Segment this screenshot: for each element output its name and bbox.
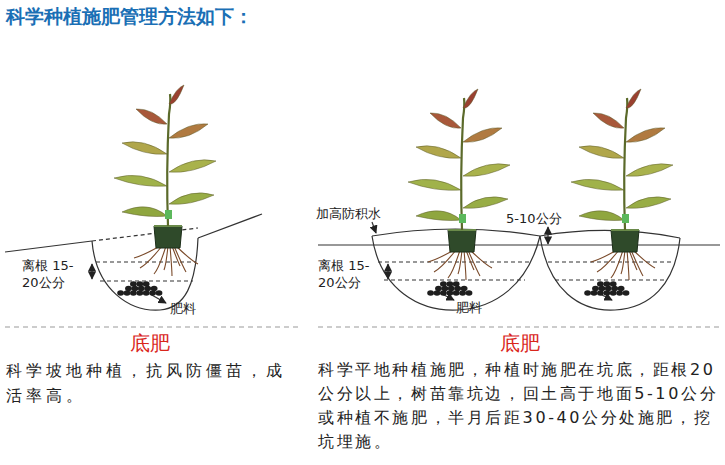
flat-ground (318, 222, 720, 310)
seedling (408, 89, 510, 280)
fertilizer-grain (151, 286, 158, 292)
section-heading: 底肥 (110, 330, 190, 356)
fertilizer-grain (130, 281, 137, 287)
fertilizer-grain (592, 286, 599, 292)
slope-ground (5, 214, 262, 310)
fertilizer-grain (427, 290, 434, 296)
fertilizer-grain (597, 281, 604, 287)
fertilizer-grain (618, 286, 625, 292)
body-text: 科学坡地种植，抗风防僵苗，成活率高。 (6, 358, 304, 408)
mound-label: 加高防积水 (316, 206, 416, 223)
fertilizer-grain (610, 281, 617, 287)
fertilizer-grain (117, 290, 124, 296)
fertilizer-grain (453, 281, 460, 287)
title: 科学种植施肥管理方法如下： (6, 4, 253, 30)
separator (318, 327, 720, 328)
fertilizer-pile (584, 281, 629, 296)
body-text: 科学平地种植施肥，种植时施肥在坑底，距根20公分以上，树苗靠坑边，回土高于地面5… (318, 358, 722, 454)
fertilizer-grain (143, 281, 150, 287)
fertilizer-grain (623, 290, 630, 296)
distance-label: 离根 15-20公分 (318, 258, 400, 292)
fertilizer-pile (117, 281, 162, 296)
seedling (114, 85, 216, 276)
fertilizer-grain (584, 290, 591, 296)
fertilizer-grain (440, 281, 447, 287)
fertilizer-grain (136, 281, 143, 287)
separator (5, 327, 300, 328)
fertilizer-pile (427, 281, 472, 296)
fertilizer-grain (125, 286, 132, 292)
fertilizer-label: 肥料 (170, 301, 230, 318)
fertilizer-grain (435, 286, 442, 292)
height-label: 5-10公分 (506, 211, 586, 228)
fertilizer-grain (603, 281, 610, 287)
distance-label: 离根 15-20公分 (22, 258, 104, 292)
fertilizer-grain (446, 281, 453, 287)
fertilizer-label: 肥料 (456, 300, 506, 317)
seedling (571, 89, 673, 280)
fertilizer-grain (156, 290, 163, 296)
fertilizer-grain (466, 290, 473, 296)
fertilizer-grain (461, 286, 468, 292)
section-heading: 底肥 (480, 330, 560, 356)
